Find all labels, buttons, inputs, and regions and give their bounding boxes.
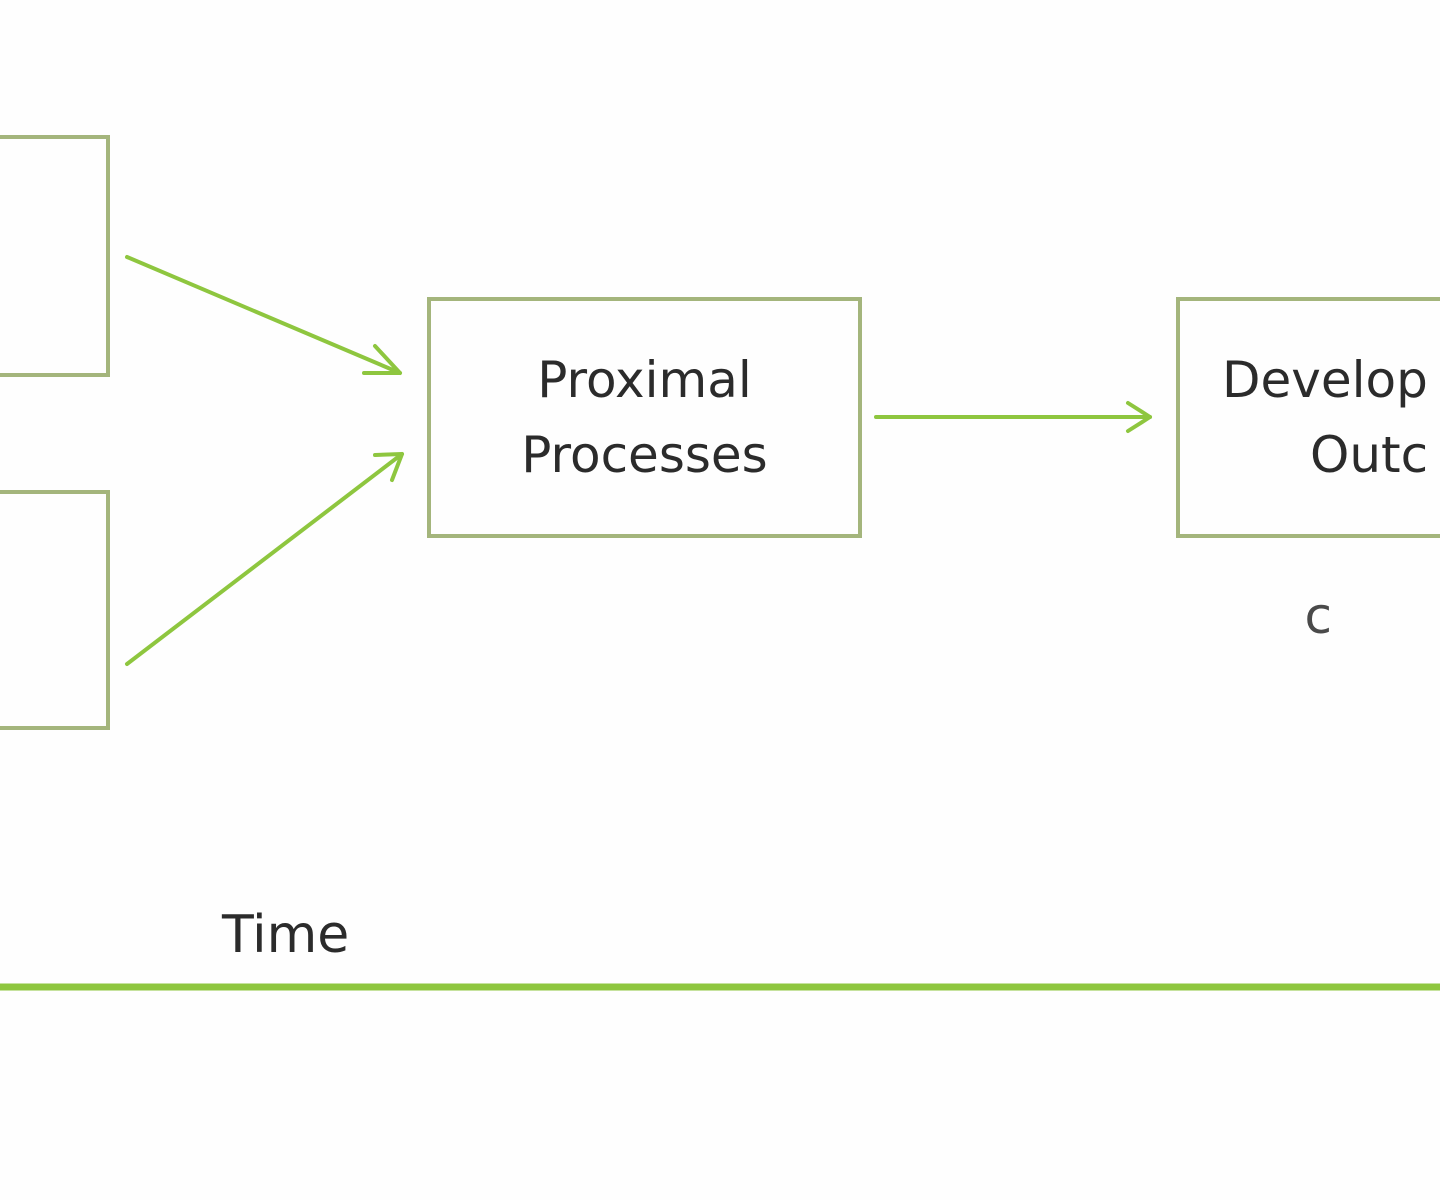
proximal-processes-box: Proximal Processes [427, 297, 862, 538]
proximal-box-line-1: Proximal [537, 350, 752, 409]
developmental-outcomes-box: Develop Outc [1176, 297, 1440, 538]
left-bottom-box-text: c [1304, 587, 1333, 645]
left-top-box [0, 135, 110, 377]
outcomes-box-line-1: Develop [1222, 350, 1428, 409]
arrow-bottom-to-proximal [125, 452, 404, 666]
proximal-box-line-2: Processes [521, 425, 768, 484]
timeline-label: Time [222, 905, 350, 965]
left-bottom-box [0, 490, 110, 730]
outcomes-box-line-2: Outc [1310, 425, 1429, 484]
arrow-proximal-to-outcomes [874, 401, 1152, 433]
arrow-top-to-proximal [125, 255, 402, 375]
